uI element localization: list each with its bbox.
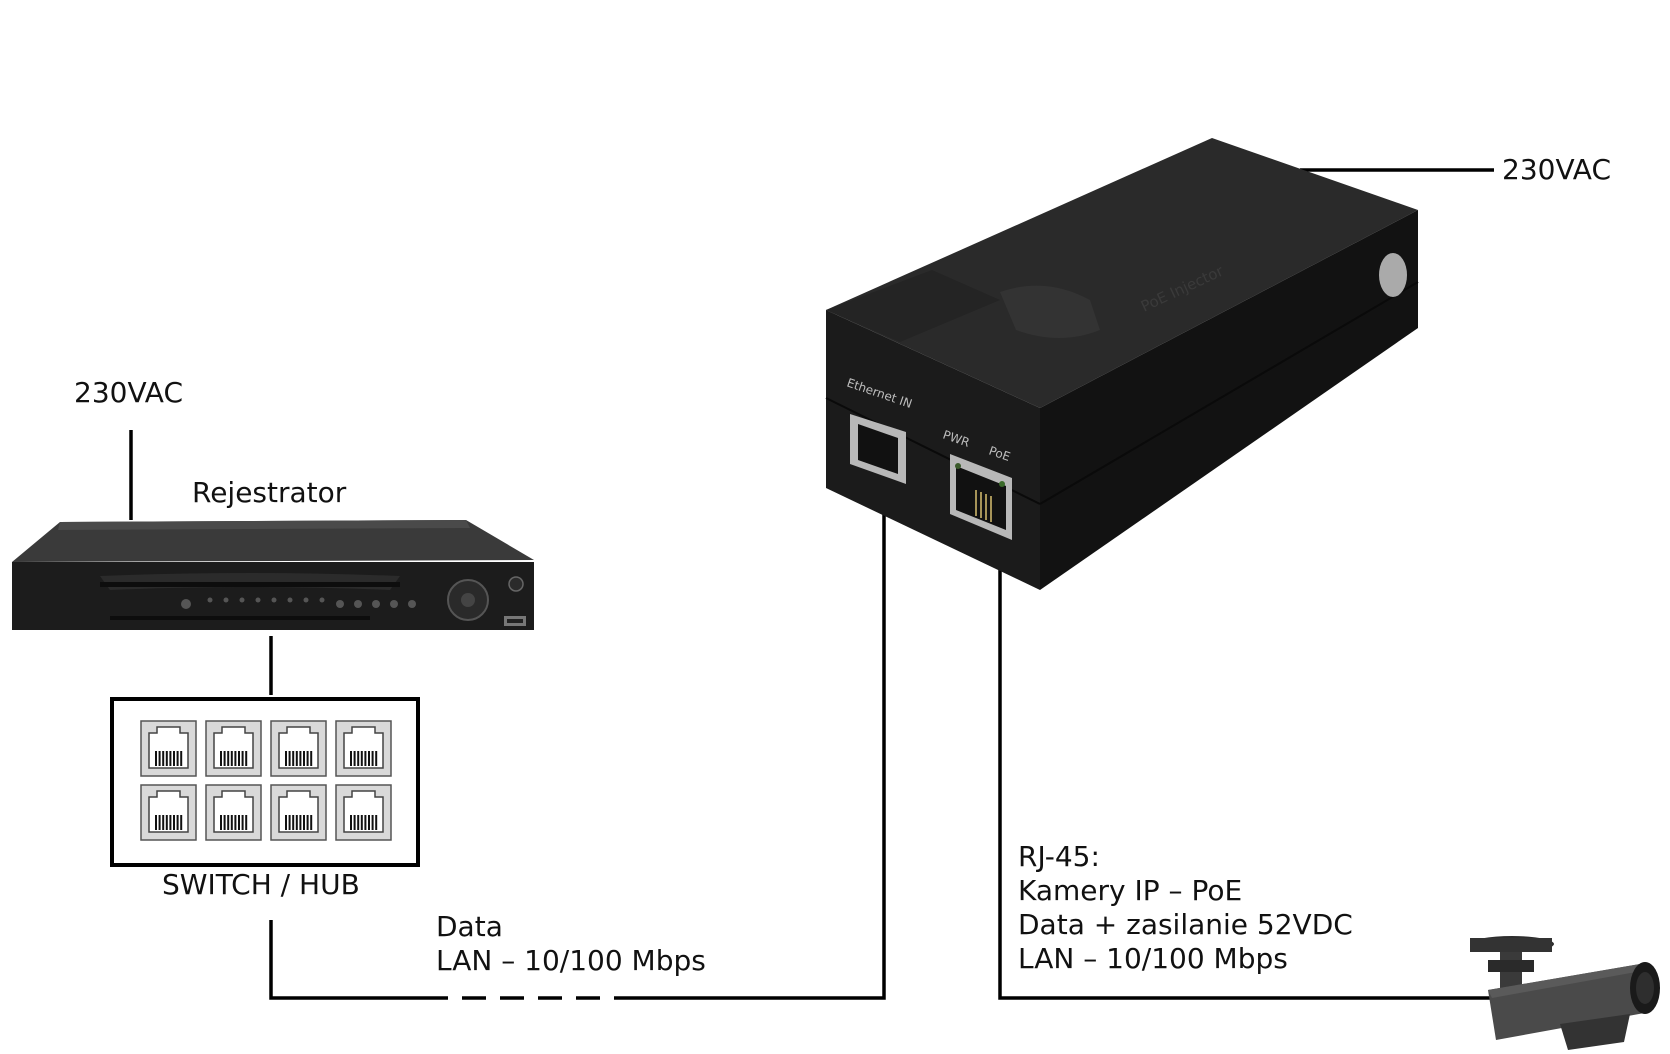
switch-ports bbox=[140, 720, 392, 841]
switch-port bbox=[270, 720, 327, 777]
switch-title: SWITCH / HUB bbox=[162, 868, 360, 901]
switch-port bbox=[335, 784, 392, 841]
data-line-1: Data bbox=[436, 910, 503, 943]
injector-power-label: 230VAC bbox=[1502, 153, 1612, 186]
ip-camera-device bbox=[1470, 936, 1660, 1050]
switch-port bbox=[205, 720, 262, 777]
switch-port bbox=[205, 784, 262, 841]
connection-lines bbox=[129, 168, 1500, 1000]
poe-line-1: RJ-45: bbox=[1018, 840, 1100, 873]
recorder-device bbox=[12, 520, 534, 630]
led-poe-label: PoE bbox=[987, 444, 1012, 464]
switch-data-line-left bbox=[269, 920, 424, 1000]
poe-line-to-camera bbox=[998, 530, 1500, 1000]
data-line-to-injector bbox=[634, 488, 886, 1000]
poe-line-3: Data + zasilanie 52VDC bbox=[1018, 908, 1353, 941]
data-link-label: Data LAN – 10/100 Mbps bbox=[436, 910, 706, 978]
switch-port bbox=[140, 720, 197, 777]
poe-link-label: RJ-45: Kamery IP – PoE Data + zasilanie … bbox=[1018, 840, 1353, 976]
switch-port bbox=[335, 720, 392, 777]
switch-port bbox=[140, 784, 197, 841]
recorder-power-label: 230VAC bbox=[74, 376, 184, 409]
switch-port bbox=[270, 784, 327, 841]
recorder-title: Rejestrator bbox=[192, 476, 347, 509]
poe-injector-device bbox=[825, 138, 1419, 590]
data-line-2: LAN – 10/100 Mbps bbox=[436, 944, 706, 977]
poe-line-2: Kamery IP – PoE bbox=[1018, 874, 1243, 907]
poe-line-4: LAN – 10/100 Mbps bbox=[1018, 942, 1288, 975]
